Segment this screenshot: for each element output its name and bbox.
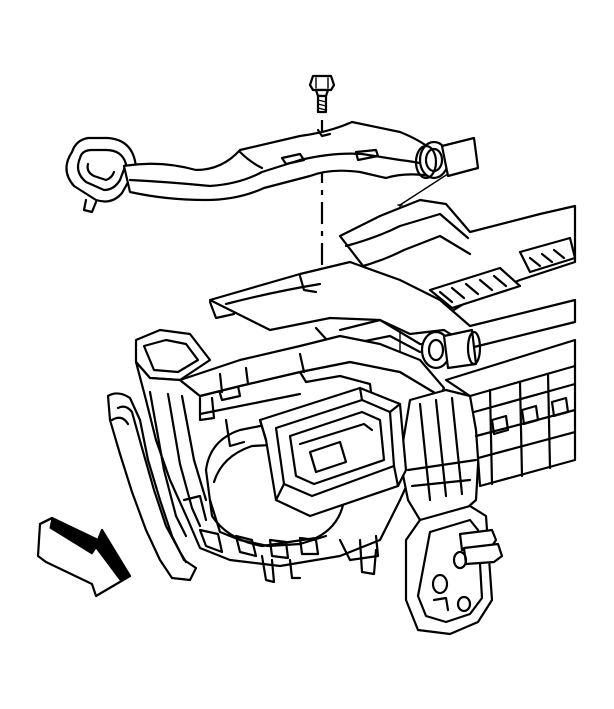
heater-outlet-duct: [65, 120, 480, 214]
fastener-bolt: [308, 74, 336, 114]
vehicle-front-arrow: [36, 516, 132, 598]
blower-inlet: [258, 386, 408, 518]
hvac-module-case: [106, 328, 577, 584]
evaporator-cover: [404, 504, 504, 636]
instrument-panel-carrier: [208, 198, 577, 354]
